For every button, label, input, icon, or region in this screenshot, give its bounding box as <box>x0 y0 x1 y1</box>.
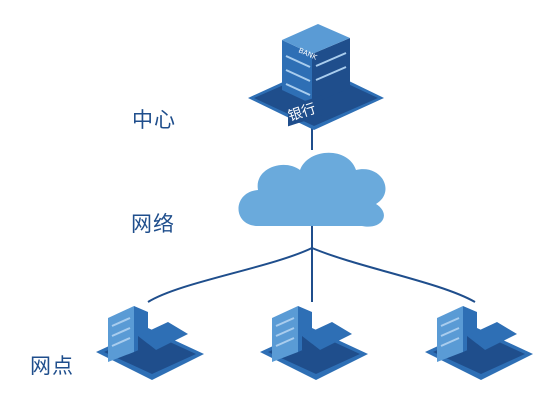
branch-label: 网点 <box>30 354 74 378</box>
connection-lines <box>147 128 476 303</box>
branch-building-left-icon <box>96 306 204 380</box>
link-branch-right <box>311 247 476 303</box>
cloud-icon <box>238 152 386 227</box>
link-branch-left <box>147 247 313 303</box>
center-label: 中心 <box>132 108 176 132</box>
network-label: 网络 <box>131 212 175 236</box>
bank-building-icon: BANK 银行 <box>248 24 384 130</box>
branch-building-middle-icon <box>260 306 368 380</box>
branch-building-right-icon <box>425 306 533 380</box>
